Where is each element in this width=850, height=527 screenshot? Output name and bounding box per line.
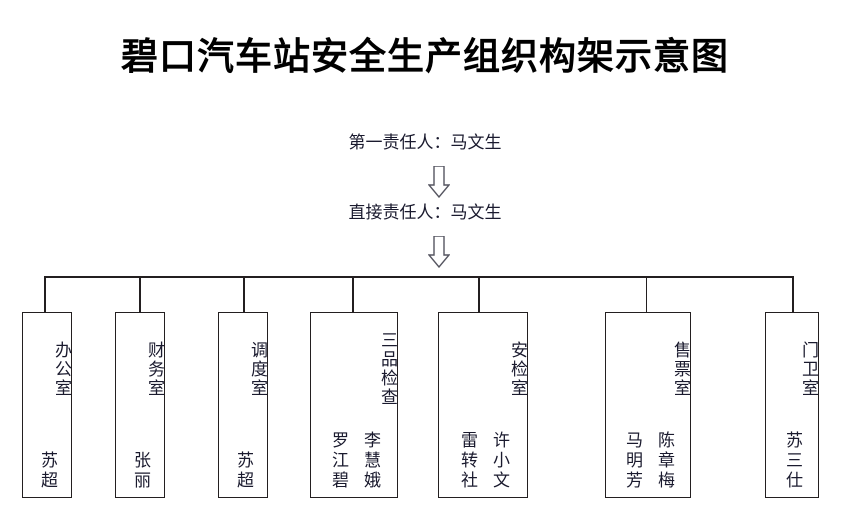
drop-connector-5 bbox=[478, 276, 480, 312]
department-name: 调度室 bbox=[219, 321, 267, 417]
page-title: 碧口汽车站安全生产组织构架示意图 bbox=[121, 37, 729, 78]
drop-connector-4 bbox=[352, 276, 354, 312]
department-box[interactable]: 调度室苏超 bbox=[218, 312, 268, 498]
staff-name: 陈章梅 bbox=[655, 431, 674, 491]
down-hollow-arrow-icon bbox=[428, 166, 450, 198]
department-name: 安检室 bbox=[439, 321, 527, 417]
department-staff-list: 苏超 bbox=[23, 451, 71, 491]
department-name: 办公室 bbox=[23, 321, 71, 417]
direct-responsible-person: 直接责任人：马文生 bbox=[348, 203, 502, 222]
department-staff-list: 苏三仕 bbox=[766, 431, 818, 491]
department-box[interactable]: 财务室张丽 bbox=[115, 312, 165, 498]
staff-name: 张丽 bbox=[131, 451, 150, 491]
horizontal-connector-line bbox=[44, 276, 793, 278]
drop-connector-7 bbox=[792, 276, 794, 312]
staff-name: 许小文 bbox=[490, 431, 509, 491]
department-name-text: 调度室 bbox=[248, 340, 267, 398]
department-box[interactable]: 售票室陈章梅马明芳 bbox=[605, 312, 691, 498]
drop-connector-3 bbox=[243, 276, 245, 312]
department-name-text: 门卫室 bbox=[799, 340, 818, 398]
department-name: 财务室 bbox=[116, 321, 164, 417]
department-name-text: 安检室 bbox=[508, 340, 527, 398]
department-name-text: 三品检查 bbox=[378, 331, 397, 407]
department-name: 三品检查 bbox=[311, 321, 397, 417]
department-name-text: 售票室 bbox=[671, 340, 690, 398]
staff-name: 苏超 bbox=[234, 451, 253, 491]
department-staff-list: 张丽 bbox=[116, 451, 164, 491]
down-hollow-arrow-icon bbox=[428, 236, 450, 268]
first-responsible-person: 第一责任人：马文生 bbox=[348, 133, 502, 152]
drop-connector-1 bbox=[44, 276, 46, 312]
department-staff-list: 陈章梅马明芳 bbox=[606, 431, 690, 491]
staff-name: 李慧娥 bbox=[361, 431, 380, 491]
staff-name: 苏超 bbox=[38, 451, 57, 491]
staff-name: 雷转社 bbox=[458, 431, 477, 491]
staff-name: 罗江碧 bbox=[329, 431, 348, 491]
drop-connector-2 bbox=[139, 276, 141, 312]
department-box[interactable]: 门卫室苏三仕 bbox=[765, 312, 819, 498]
department-name: 门卫室 bbox=[766, 321, 818, 417]
department-box[interactable]: 办公室苏超 bbox=[22, 312, 72, 498]
department-staff-list: 李慧娥罗江碧 bbox=[311, 431, 397, 491]
drop-connector-6 bbox=[646, 276, 647, 312]
department-box[interactable]: 安检室许小文雷转社 bbox=[438, 312, 528, 498]
department-staff-list: 苏超 bbox=[219, 451, 267, 491]
department-staff-list: 许小文雷转社 bbox=[439, 431, 527, 491]
staff-name: 马明芳 bbox=[623, 431, 642, 491]
department-name: 售票室 bbox=[606, 321, 690, 417]
staff-name: 苏三仕 bbox=[783, 431, 802, 491]
department-name-text: 财务室 bbox=[145, 340, 164, 398]
department-name-text: 办公室 bbox=[52, 340, 71, 398]
department-box[interactable]: 三品检查李慧娥罗江碧 bbox=[310, 312, 398, 498]
